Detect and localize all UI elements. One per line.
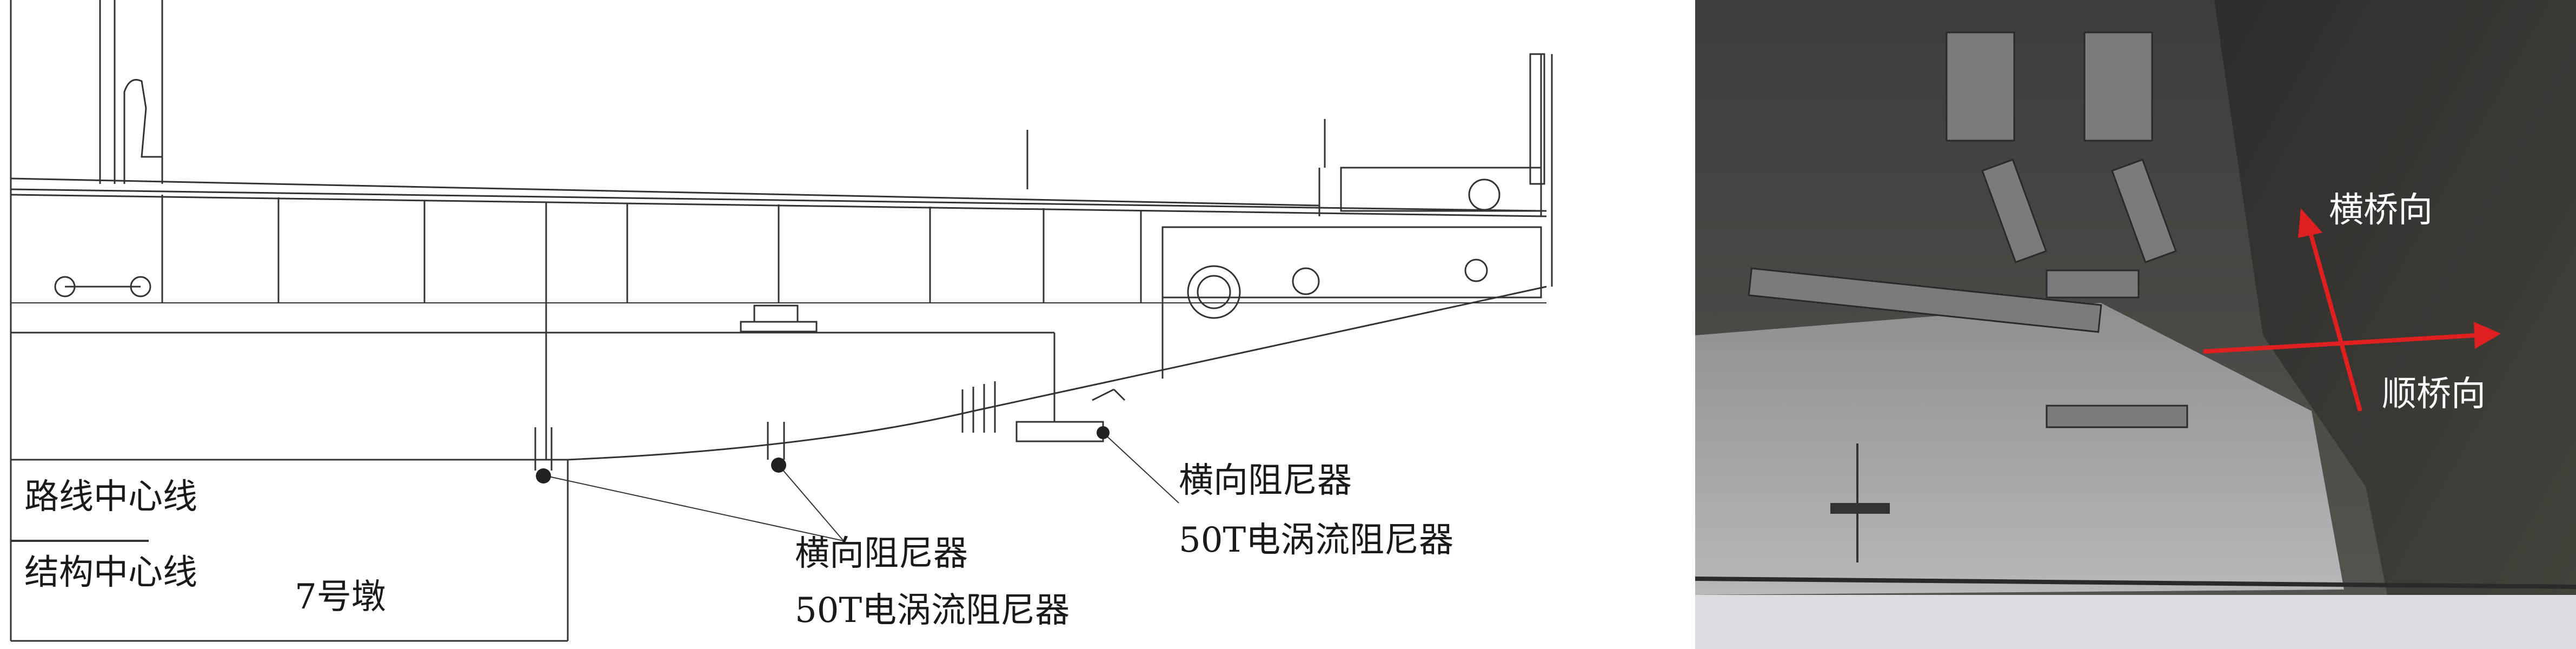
damper-photo: 横桥向 顺桥向 <box>1695 0 2576 649</box>
elevation-drawing: 路线中心线 结构中心线 7号墩 横向阻尼器 50T电涡流阻尼器 横向阻尼器 50… <box>10 0 1553 642</box>
direction-arrows <box>2203 208 2501 412</box>
damper-left-label-line1: 横向阻尼器 <box>795 534 968 574</box>
damper-right-label-line2: 50T电涡流阻尼器 <box>1179 520 1453 560</box>
transverse-direction-label: 横桥向 <box>2329 190 2433 230</box>
longitudinal-direction-label: 顺桥向 <box>2382 374 2486 414</box>
damper-right-label-line1: 横向阻尼器 <box>1179 461 1352 501</box>
elevation-drawing-svg: 路线中心线 结构中心线 7号墩 横向阻尼器 50T电涡流阻尼器 横向阻尼器 50… <box>10 0 1553 642</box>
damper-left-label-line2: 50T电涡流阻尼器 <box>795 591 1070 631</box>
pier-label: 7号墩 <box>295 577 386 617</box>
damper-photo-svg: 横桥向 顺桥向 <box>1695 0 2576 649</box>
structure-centerline-label: 结构中心线 <box>24 553 197 593</box>
route-centerline-label: 路线中心线 <box>24 477 197 517</box>
